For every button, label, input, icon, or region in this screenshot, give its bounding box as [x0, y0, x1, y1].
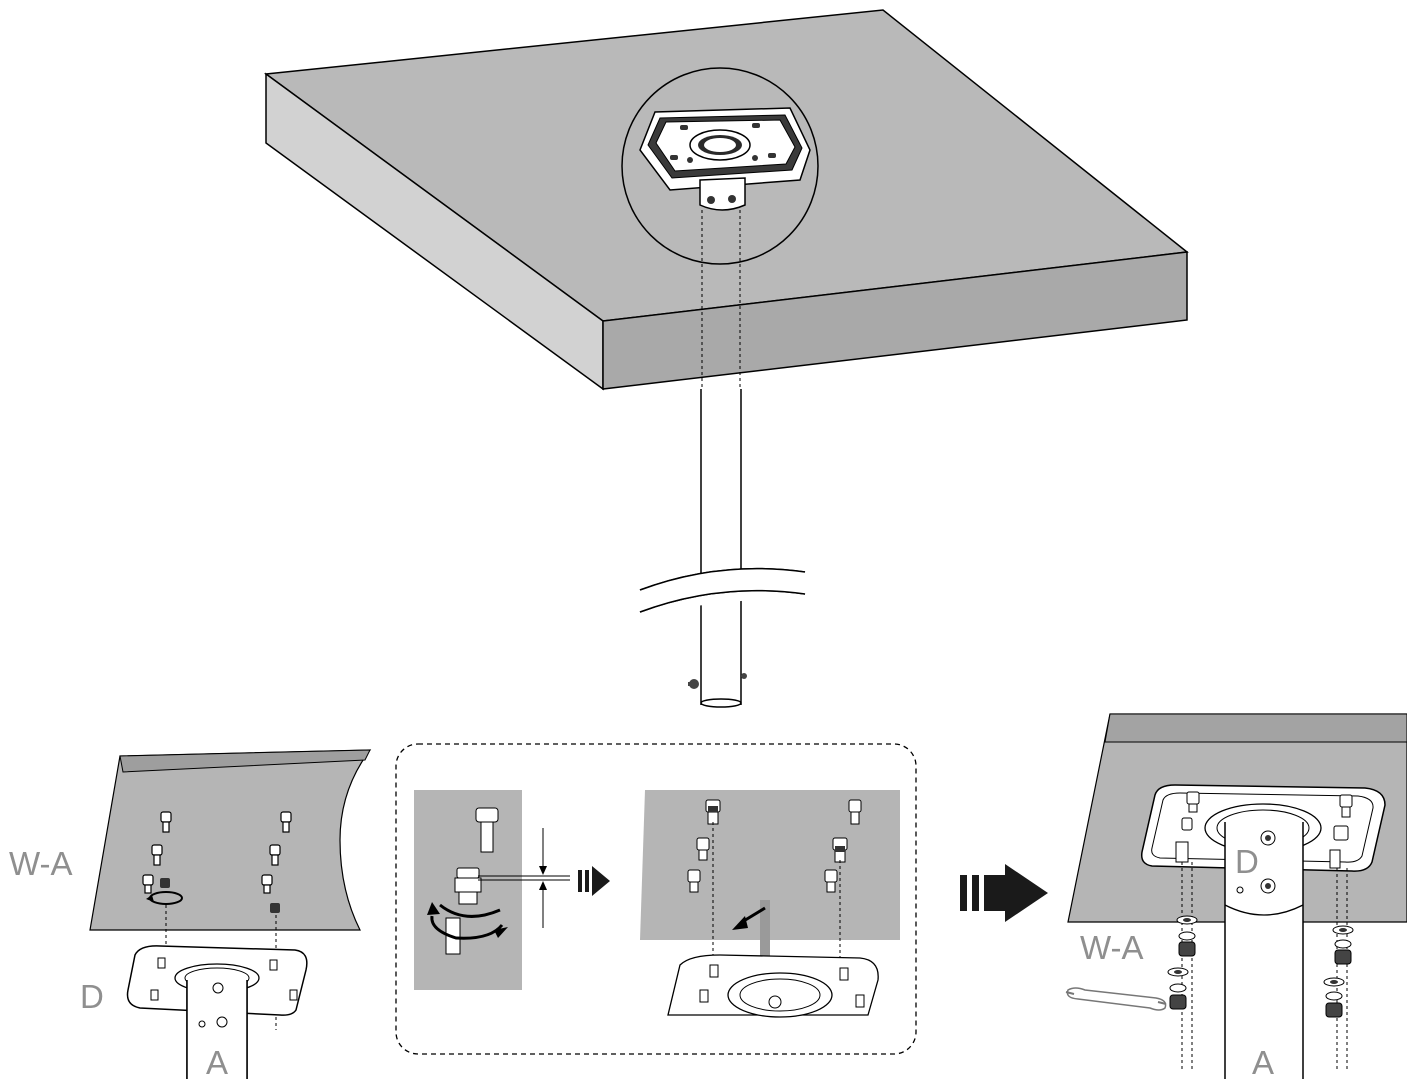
- arrow-large: [960, 864, 1048, 922]
- label-a-right: A: [1252, 1044, 1275, 1081]
- bolts-left: [142, 811, 292, 894]
- label-d-left: D: [80, 978, 104, 1015]
- hardware-stack-right: [1323, 925, 1354, 1018]
- label-d-right: D: [1235, 843, 1259, 880]
- label-wa-left: W-A: [9, 845, 73, 882]
- mount-plate-zoom-circle: [621, 67, 819, 265]
- arrow-small: [578, 866, 610, 896]
- middle-detail-box: [395, 743, 917, 1055]
- label-a-left: A: [206, 1044, 229, 1081]
- right-inset-panel: [1065, 713, 1407, 1079]
- pole-main: [639, 389, 806, 708]
- guide-lines-main: [701, 210, 741, 390]
- left-inset-panel: [89, 749, 372, 1079]
- label-wa-right: W-A: [1080, 929, 1144, 966]
- hardware-stack-left: [1167, 915, 1198, 1010]
- wrench-icon: [1065, 987, 1167, 1011]
